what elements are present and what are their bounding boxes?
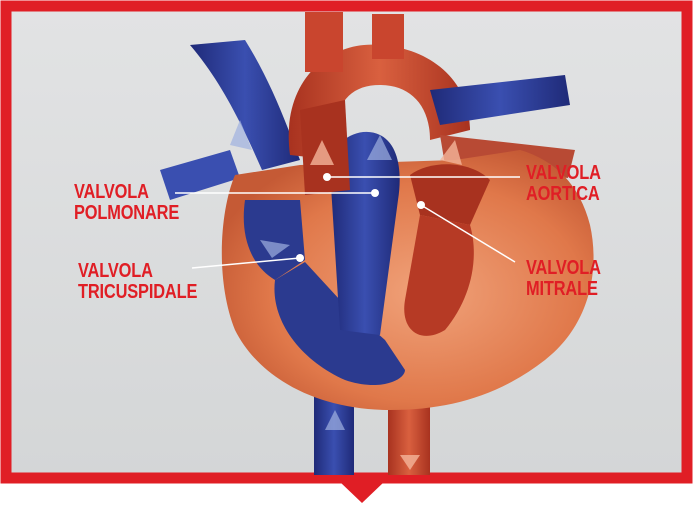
dot-aortic [323, 173, 331, 181]
aorta-branch-2 [372, 14, 404, 59]
pulmonary-valve-label: VALVOLA POLMONARE [74, 182, 179, 224]
pulmonary-valve-label-line2: POLMONARE [74, 203, 179, 224]
dot-pulmonary [371, 189, 379, 197]
dot-mitral [417, 201, 425, 209]
aortic-valve-label-line2: AORTICA [526, 184, 601, 205]
mitral-valve-label: VALVOLA MITRALE [526, 258, 601, 300]
aortic-valve-label-line1: VALVOLA [526, 163, 601, 184]
tricuspid-valve-label-line2: TRICUSPIDALE [78, 282, 197, 303]
mitral-valve-label-line1: VALVOLA [526, 258, 601, 279]
dot-tricuspid [296, 254, 304, 262]
mitral-valve-label-line2: MITRALE [526, 279, 601, 300]
tricuspid-valve-label-line1: VALVOLA [78, 261, 197, 282]
frame-pointer [340, 482, 384, 503]
aortic-valve-label: VALVOLA AORTICA [526, 163, 601, 205]
aorta-branch-1 [305, 12, 343, 72]
tricuspid-valve-label: VALVOLA TRICUSPIDALE [78, 261, 197, 303]
pulmonary-valve-label-line1: VALVOLA [74, 182, 179, 203]
